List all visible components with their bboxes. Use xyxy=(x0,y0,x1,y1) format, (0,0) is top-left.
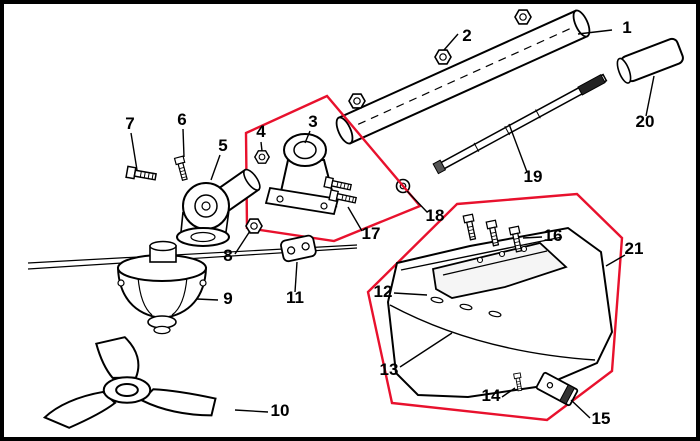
guard-inner-plate xyxy=(431,242,568,299)
shaft-clamp xyxy=(264,133,340,216)
part-label-1: 1 xyxy=(622,18,631,37)
part-label-18: 18 xyxy=(426,206,445,225)
part-label-2: 2 xyxy=(462,26,471,45)
gear-head xyxy=(176,168,261,247)
part-labels: 1 2 3 4 5 6 7 8 9 10 11 12 13 14 15 16 1… xyxy=(125,18,654,428)
part-label-9: 9 xyxy=(223,289,232,308)
part-label-6: 6 xyxy=(177,110,186,129)
line-cutter-blade xyxy=(535,371,579,407)
highlight-region-guard xyxy=(366,192,624,422)
part-label-15: 15 xyxy=(592,409,611,428)
clamp-nut xyxy=(254,150,270,164)
part-label-19: 19 xyxy=(524,167,543,186)
part-label-8: 8 xyxy=(223,246,232,265)
part-label-16: 16 xyxy=(544,226,563,245)
part-label-20: 20 xyxy=(636,112,655,131)
part-label-12: 12 xyxy=(374,282,393,301)
flexible-drive-shaft xyxy=(432,73,608,175)
part-label-7: 7 xyxy=(125,114,134,133)
leader-lines xyxy=(130,29,655,419)
mount-bracket xyxy=(280,234,317,263)
part-label-17: 17 xyxy=(362,224,381,243)
handle-grip xyxy=(616,37,684,84)
part-label-14: 14 xyxy=(482,386,501,405)
part-label-13: 13 xyxy=(380,360,399,379)
part-label-11: 11 xyxy=(286,288,304,307)
main-shaft-tube xyxy=(335,9,591,145)
part-label-4: 4 xyxy=(256,122,266,141)
part-label-3: 3 xyxy=(308,112,317,131)
part-label-5: 5 xyxy=(218,136,227,155)
part-label-21: 21 xyxy=(625,239,644,258)
gear-head-nut xyxy=(245,218,263,234)
highlight-region-clamp xyxy=(244,94,422,243)
part-label-10: 10 xyxy=(271,401,290,420)
three-tooth-blade xyxy=(37,335,226,433)
trimmer-head xyxy=(116,240,208,335)
